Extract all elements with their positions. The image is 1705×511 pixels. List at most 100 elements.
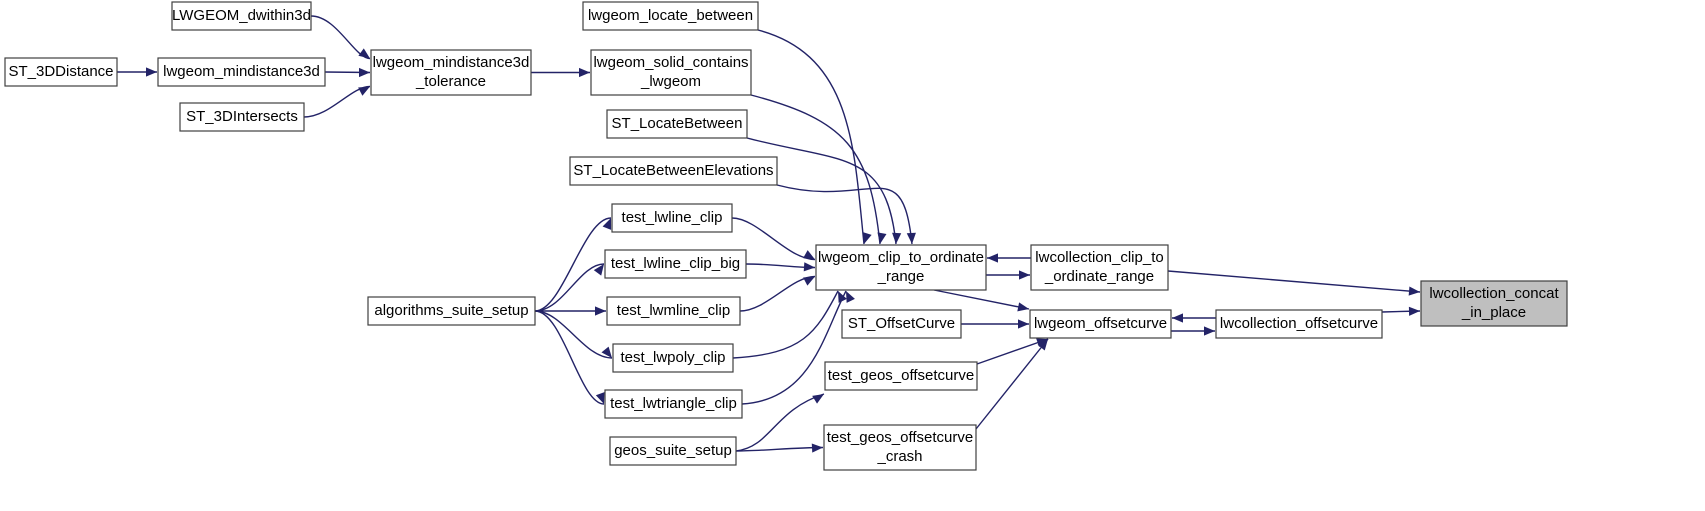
node-box-test_lwline_clip_big[interactable] <box>604 249 747 279</box>
node-box-lwgeom_locate_between[interactable] <box>582 1 759 31</box>
node-st_3dintersects[interactable]: ST_3DIntersects <box>179 102 305 132</box>
edge-arrowhead <box>846 291 855 303</box>
edge-arrowhead <box>1017 302 1029 312</box>
node-label-lwgeom_mindistance3d: lwgeom_mindistance3d <box>163 63 320 80</box>
node-st_offsetcurve[interactable]: ST_OffsetCurve <box>841 309 962 339</box>
node-box-st_3ddistance[interactable] <box>4 57 118 87</box>
edge-arrowhead <box>803 262 815 272</box>
node-st_locatebetweenelevations[interactable]: ST_LocateBetweenElevations <box>569 156 778 186</box>
node-geos_suite_setup[interactable]: geos_suite_setup <box>609 436 737 466</box>
edge-geos_suite_setup-to-test_geos_offsetcurve <box>735 393 825 452</box>
node-label-lwgeom_clip_to_ordinate_range: _range <box>877 268 925 285</box>
node-test_lwline_clip_big[interactable]: test_lwline_clip_big <box>604 249 747 279</box>
node-box-test_lwline_clip[interactable] <box>611 203 733 233</box>
node-label-lwgeom_clip_to_ordinate_range: lwgeom_clip_to_ordinate <box>818 249 984 266</box>
node-label-lwgeom_locate_between: lwgeom_locate_between <box>588 7 753 24</box>
edge-arrowhead <box>595 392 605 404</box>
edge-arrowhead <box>812 394 824 404</box>
node-test_lwpoly_clip[interactable]: test_lwpoly_clip <box>612 343 734 373</box>
node-box-lwgeom_clip_to_ordinate_range[interactable] <box>815 244 987 291</box>
node-label-test_lwtriangle_clip: test_lwtriangle_clip <box>610 395 737 412</box>
node-lwgeom_mindistance3d_tolerance[interactable]: lwgeom_mindistance3d_tolerance <box>370 49 532 96</box>
node-box-test_lwpoly_clip[interactable] <box>612 343 734 373</box>
node-box-test_lwtriangle_clip[interactable] <box>604 389 743 419</box>
edge-algorithms_suite_setup-to-test_lwtriangle_clip <box>534 310 605 405</box>
node-box-st_locatebetween[interactable] <box>606 109 748 139</box>
edge-arrowhead <box>862 232 872 244</box>
node-box-lwcollection_clip_to_ordinate_range[interactable] <box>1030 244 1169 291</box>
node-box-lwgeom_dwithin3d[interactable] <box>171 1 312 31</box>
node-lwgeom_dwithin3d[interactable]: LWGEOM_dwithin3d <box>171 1 312 31</box>
node-lwcollection_offsetcurve[interactable]: lwcollection_offsetcurve <box>1215 309 1383 339</box>
edge-arrowhead <box>1408 286 1420 296</box>
node-box-st_3dintersects[interactable] <box>179 102 305 132</box>
node-lwgeom_clip_to_ordinate_range[interactable]: lwgeom_clip_to_ordinate _range <box>815 244 987 291</box>
node-box-lwcollection_concat_in_place[interactable] <box>1420 280 1568 327</box>
edge-lwcollection_offsetcurve-to-lwcollection_concat_in_place <box>1381 306 1421 316</box>
edge-arrowhead <box>906 232 916 244</box>
edge-arrowhead <box>1408 306 1420 316</box>
edge-algorithms_suite_setup-to-test_lwpoly_clip <box>534 310 613 359</box>
edge-test_lwtriangle_clip-to-lwgeom_clip_to_ordinate_range <box>741 290 855 405</box>
node-box-test_lwmline_clip[interactable] <box>606 296 741 326</box>
edge-arrowhead <box>593 264 604 276</box>
node-label-lwgeom_solid_contains_lwgeom: lwgeom_solid_contains <box>593 54 748 71</box>
node-test_geos_offsetcurve[interactable]: test_geos_offsetcurve <box>824 361 978 391</box>
node-label-st_3dintersects: ST_3DIntersects <box>186 108 298 125</box>
node-label-lwcollection_clip_to_ordinate_range: _ordinate_range <box>1044 268 1154 285</box>
node-lwgeom_solid_contains_lwgeom[interactable]: lwgeom_solid_contains _lwgeom <box>590 49 752 96</box>
node-box-test_geos_offsetcurve[interactable] <box>824 361 978 391</box>
node-test_geos_offsetcurve_crash[interactable]: test_geos_offsetcurve_crash <box>823 424 977 471</box>
node-algorithms_suite_setup[interactable]: algorithms_suite_setup <box>367 296 536 326</box>
node-box-lwgeom_solid_contains_lwgeom[interactable] <box>590 49 752 96</box>
node-label-lwgeom_dwithin3d: LWGEOM_dwithin3d <box>172 7 311 24</box>
edge-arrowhead <box>601 346 612 358</box>
edge-lwcollection_offsetcurve-to-lwgeom_offsetcurve <box>1172 313 1216 323</box>
node-box-lwgeom_mindistance3d[interactable] <box>157 57 326 87</box>
edge-st_locatebetween-to-lwgeom_clip_to_ordinate_range <box>746 137 902 245</box>
node-box-test_geos_offsetcurve_crash[interactable] <box>823 424 977 471</box>
edge-test_geos_offsetcurve_crash-to-lwgeom_offsetcurve <box>975 338 1049 430</box>
node-box-algorithms_suite_setup[interactable] <box>367 296 536 326</box>
node-lwgeom_locate_between[interactable]: lwgeom_locate_between <box>582 1 759 31</box>
edge-st_3ddistance-to-lwgeom_mindistance3d <box>117 67 157 77</box>
node-lwcollection_concat_in_place[interactable]: lwcollection_concat_in_place <box>1420 280 1568 327</box>
edge-arrowhead <box>358 48 370 59</box>
node-box-lwcollection_offsetcurve[interactable] <box>1215 309 1383 339</box>
edge-algorithms_suite_setup-to-test_lwmline_clip <box>535 306 606 316</box>
node-lwgeom_offsetcurve[interactable]: lwgeom_offsetcurve <box>1029 309 1172 339</box>
node-box-lwgeom_offsetcurve[interactable] <box>1029 309 1172 339</box>
node-label-test_lwline_clip: test_lwline_clip <box>622 209 723 226</box>
edge-algorithms_suite_setup-to-test_lwline_clip <box>534 217 612 312</box>
edge-arrowhead <box>803 250 815 260</box>
edge-arrowhead <box>146 67 157 77</box>
node-lwgeom_mindistance3d[interactable]: lwgeom_mindistance3d <box>157 57 326 87</box>
edge-arrowhead <box>579 67 590 78</box>
node-box-st_locatebetweenelevations[interactable] <box>569 156 778 186</box>
edge-test_geos_offsetcurve-to-lwgeom_offsetcurve <box>976 338 1049 365</box>
node-test_lwline_clip[interactable]: test_lwline_clip <box>611 203 733 233</box>
node-label-st_locatebetweenelevations: ST_LocateBetweenElevations <box>573 162 773 179</box>
edge-arrowhead <box>803 276 815 286</box>
nodes-layer: ST_3DDistance LWGEOM_dwithin3d lwgeom_mind… <box>4 1 1568 471</box>
edge-st_3dintersects-to-lwgeom_mindistance3d_tolerance <box>303 85 371 118</box>
edges-layer <box>117 15 1421 453</box>
node-label-lwgeom_solid_contains_lwgeom: _lwgeom <box>640 73 701 90</box>
edge-arrowhead <box>1019 270 1030 280</box>
node-label-lwgeom_mindistance3d_tolerance: _tolerance <box>415 73 486 90</box>
edge-st_locatebetweenelevations-to-lwgeom_clip_to_ordinate_range <box>776 184 916 245</box>
node-test_lwmline_clip[interactable]: test_lwmline_clip <box>606 296 741 326</box>
node-st_3ddistance[interactable]: ST_3DDistance <box>4 57 118 87</box>
node-box-geos_suite_setup[interactable] <box>609 436 737 466</box>
node-box-st_offsetcurve[interactable] <box>841 309 962 339</box>
node-label-lwcollection_concat_in_place: lwcollection_concat <box>1429 285 1559 302</box>
edge-test_lwpoly_clip-to-lwgeom_clip_to_ordinate_range <box>732 290 847 359</box>
node-lwcollection_clip_to_ordinate_range[interactable]: lwcollection_clip_to_ordinate_range <box>1030 244 1169 291</box>
node-box-lwgeom_mindistance3d_tolerance[interactable] <box>370 49 532 96</box>
node-label-test_geos_offsetcurve: test_geos_offsetcurve <box>828 367 974 384</box>
node-test_lwtriangle_clip[interactable]: test_lwtriangle_clip <box>604 389 743 419</box>
node-st_locatebetween[interactable]: ST_LocateBetween <box>606 109 748 139</box>
node-label-test_geos_offsetcurve_crash: _crash <box>876 448 922 465</box>
